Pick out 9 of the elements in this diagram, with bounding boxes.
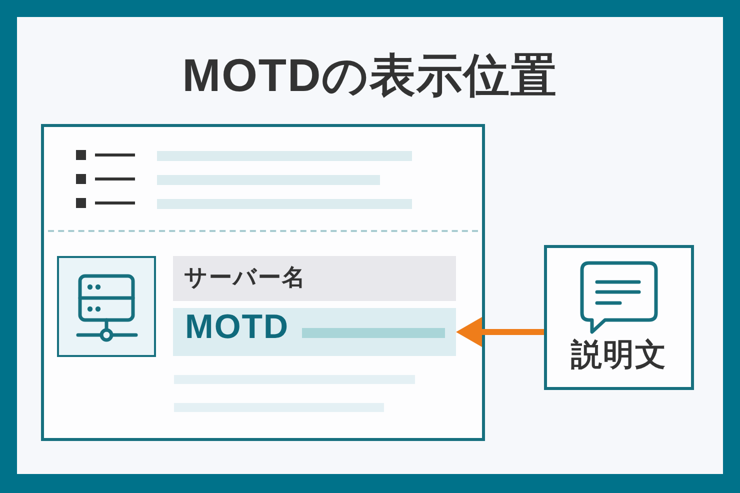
row-text: MOTD xyxy=(185,308,290,347)
description-box xyxy=(544,245,694,390)
name-row: サーバー名 xyxy=(173,256,456,301)
arrow xyxy=(456,317,544,347)
highlighted-row xyxy=(173,308,456,356)
window-box xyxy=(41,124,485,441)
icon-box xyxy=(57,256,156,357)
box-label: 説明文 xyxy=(571,336,667,374)
title: MOTDの表示位置 xyxy=(182,48,558,102)
